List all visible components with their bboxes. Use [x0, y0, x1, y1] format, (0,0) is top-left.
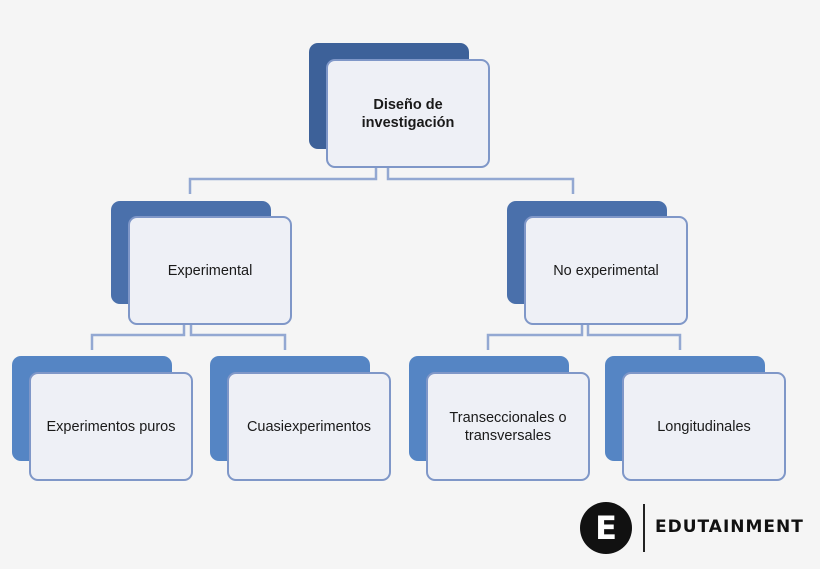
node-longitudinales: Longitudinales: [605, 356, 786, 481]
node-card: Experimentos puros: [29, 372, 193, 481]
node-card: Experimental: [128, 216, 292, 325]
node-card: Transeccionales o transversales: [426, 372, 590, 481]
node-label: Experimentos puros: [46, 418, 176, 435]
node-diseno-de-investigacion: Diseño de investigación: [309, 43, 490, 168]
node-card: No experimental: [524, 216, 688, 325]
logo-e-icon: E: [580, 502, 632, 554]
node-label: No experimental: [553, 262, 659, 279]
node-cuasiexperimentos: Cuasiexperimentos: [210, 356, 391, 481]
node-label: Cuasiexperimentos: [246, 418, 372, 435]
edutainment-logo: E EDUTAINMENT: [580, 502, 812, 556]
node-no-experimental: No experimental: [507, 201, 688, 325]
node-label: Longitudinales: [657, 418, 751, 435]
node-experimental: Experimental: [111, 201, 292, 325]
node-transeccionales-o-transversales: Transeccionales o transversales: [409, 356, 590, 481]
logo-wordmark: EDUTAINMENT: [655, 517, 804, 537]
node-experimentos-puros: Experimentos puros: [12, 356, 193, 481]
node-label-line-1: Transeccionales o: [449, 409, 567, 426]
node-card: Cuasiexperimentos: [227, 372, 391, 481]
node-card: Longitudinales: [622, 372, 786, 481]
node-card: Diseño de investigación: [326, 59, 490, 168]
logo-divider: [643, 504, 645, 552]
node-label: Experimental: [167, 262, 253, 279]
node-title-line-2: investigación: [361, 114, 455, 131]
node-title-line-1: Diseño de: [373, 96, 443, 113]
node-label-line-2: transversales: [464, 427, 552, 444]
